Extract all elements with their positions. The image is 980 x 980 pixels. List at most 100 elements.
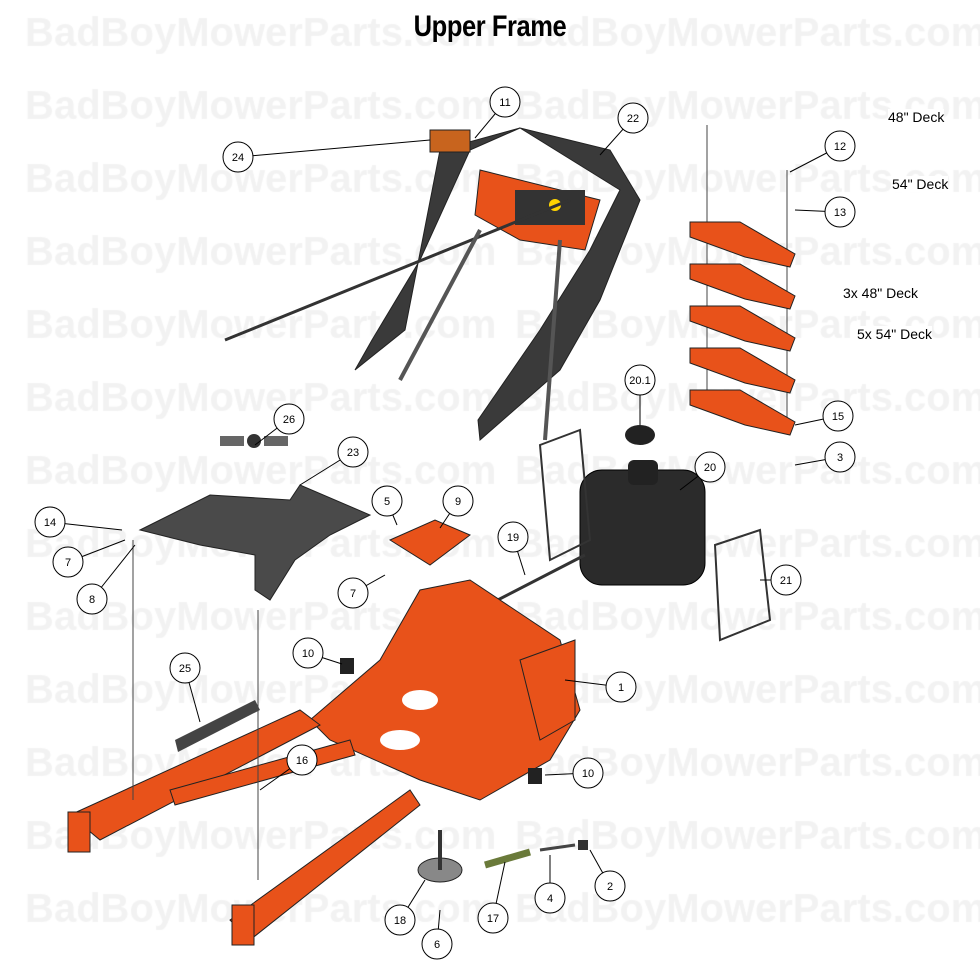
frame-hole	[380, 730, 420, 750]
callout-number: 2	[607, 881, 613, 893]
callout-number: 20.1	[629, 375, 650, 387]
callout-4: 4	[534, 882, 566, 914]
callout-number: 25	[179, 663, 191, 675]
callout-circle	[594, 870, 626, 902]
callout-number: 15	[832, 411, 844, 423]
callout-number: 11	[499, 97, 510, 109]
callout-circle	[824, 196, 856, 228]
callout-number: 17	[487, 913, 499, 925]
spacer-plate	[689, 305, 796, 352]
eye-bolt-4	[539, 843, 576, 852]
tank-strap-left-21	[538, 428, 592, 562]
spring-17	[484, 848, 531, 869]
callout-14: 14	[34, 506, 66, 538]
spacer-stack	[689, 221, 796, 436]
note-3x-48-deck: 3x 48" Deck	[843, 285, 919, 301]
callout-circle	[222, 141, 254, 173]
callout-22: 22	[617, 102, 649, 134]
nut-2	[578, 840, 588, 850]
callout-18: 18	[384, 904, 416, 936]
callout-number: 8	[89, 594, 95, 606]
callout-number: 10	[302, 648, 314, 660]
callout-circle	[76, 583, 108, 615]
callout-number: 1	[618, 682, 624, 694]
callout-21: 21	[770, 564, 802, 596]
callout-circle	[384, 904, 416, 936]
callout-circle	[824, 130, 856, 162]
callout-circle	[286, 744, 318, 776]
callout-number: 10	[582, 768, 594, 780]
callout-number: 7	[350, 588, 356, 600]
callout-20: 20	[694, 451, 726, 483]
spacer-plate	[689, 221, 796, 268]
spacer-plate	[689, 263, 796, 310]
note-48-deck: 48" Deck	[888, 109, 945, 125]
callout-12: 12	[824, 130, 856, 162]
callout-5: 5	[371, 485, 403, 517]
rod-19	[487, 553, 586, 607]
callout-number: 23	[347, 447, 359, 459]
control-rod-2	[398, 229, 482, 381]
callout-circle	[822, 400, 854, 432]
callout-circle	[824, 441, 856, 473]
bad-boy-decal-26	[220, 434, 288, 448]
callout-circle	[477, 902, 509, 934]
trim-strip-25	[175, 700, 260, 752]
callout-19: 19	[497, 521, 529, 553]
callout-2: 2	[594, 870, 626, 902]
callout-circle	[337, 436, 369, 468]
note-5x-54-deck: 5x 54" Deck	[857, 326, 933, 342]
seat-plate	[519, 639, 576, 741]
callout-circle	[489, 86, 521, 118]
callout-number: 22	[627, 113, 639, 125]
callout-23: 23	[337, 436, 369, 468]
tank-strap-right-21	[713, 528, 772, 642]
callout-number: 9	[455, 496, 461, 508]
callout-circle	[292, 637, 324, 669]
callout-circle	[442, 485, 474, 517]
note-54-deck: 54" Deck	[892, 176, 949, 192]
callout-number: 26	[283, 414, 295, 426]
callout-circle	[273, 403, 305, 435]
spacer-plate	[689, 389, 796, 436]
callout-7: 7	[337, 577, 369, 609]
fuel-tank-20	[579, 469, 706, 586]
bumper-10b	[528, 768, 542, 784]
callout-circle	[52, 546, 84, 578]
callout-10: 10	[572, 757, 604, 789]
callout-15: 15	[822, 400, 854, 432]
handle-frame-right	[477, 127, 641, 442]
handle-frame-left	[354, 127, 521, 371]
callout-number: 6	[434, 939, 440, 951]
callout-8: 8	[76, 583, 108, 615]
caster-mount-left	[67, 811, 91, 853]
callout-number: 19	[507, 532, 519, 544]
control-rod-3	[543, 239, 562, 441]
callout-number: 12	[834, 141, 846, 153]
callout-25: 25	[169, 652, 201, 684]
callout-circle	[337, 577, 369, 609]
callout-17: 17	[477, 902, 509, 934]
callout-number: 3	[837, 452, 843, 464]
spacer-plate	[689, 347, 796, 394]
callout-11: 11	[489, 86, 521, 118]
switch-part-24	[429, 129, 471, 153]
main-frame-1	[309, 579, 581, 801]
callout-circle	[624, 364, 656, 396]
callout-number: 20	[704, 462, 716, 474]
callout-circle	[421, 928, 453, 960]
tank-filler-neck	[628, 460, 658, 485]
leader-line	[237, 139, 431, 158]
seat-grate-9	[388, 519, 471, 566]
callout-circle	[694, 451, 726, 483]
callout-circle	[605, 671, 637, 703]
callout-26: 26	[273, 403, 305, 435]
callout-circle	[497, 521, 529, 553]
callout-number: 7	[65, 557, 71, 569]
callout-24: 24	[222, 141, 254, 173]
callout-7: 7	[52, 546, 84, 578]
page-title: Upper Frame	[413, 10, 567, 43]
